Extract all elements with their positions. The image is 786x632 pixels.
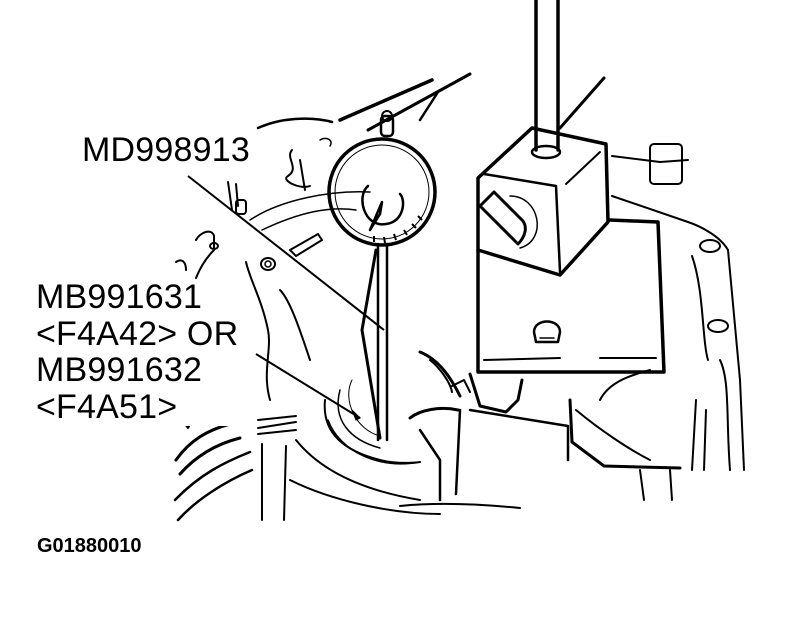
dial-indicator [327, 72, 472, 442]
adapter-tool-variant-1: <F4A42> OR [36, 314, 239, 353]
case-flange [611, 143, 745, 471]
transaxle-case [173, 117, 441, 522]
adapter-tool-number-2: MB991632 [36, 351, 203, 389]
adapter-tool-number-1: MB991631 [36, 278, 203, 316]
lower-housing [399, 350, 682, 509]
figure-id-label: G01880010 [37, 535, 142, 557]
leader-lines [187, 175, 385, 421]
adapter-tool-callout: MB991631 <F4A42> OR MB991632 <F4A51> [36, 278, 245, 426]
dial-indicator-tool-callout: MD998913 [82, 131, 250, 169]
bearing-bore [323, 379, 421, 465]
dial-scale-ticks [373, 215, 423, 244]
adapter-tool-variant-2: <F4A51> [36, 387, 178, 426]
magnetic-base [476, 0, 666, 374]
